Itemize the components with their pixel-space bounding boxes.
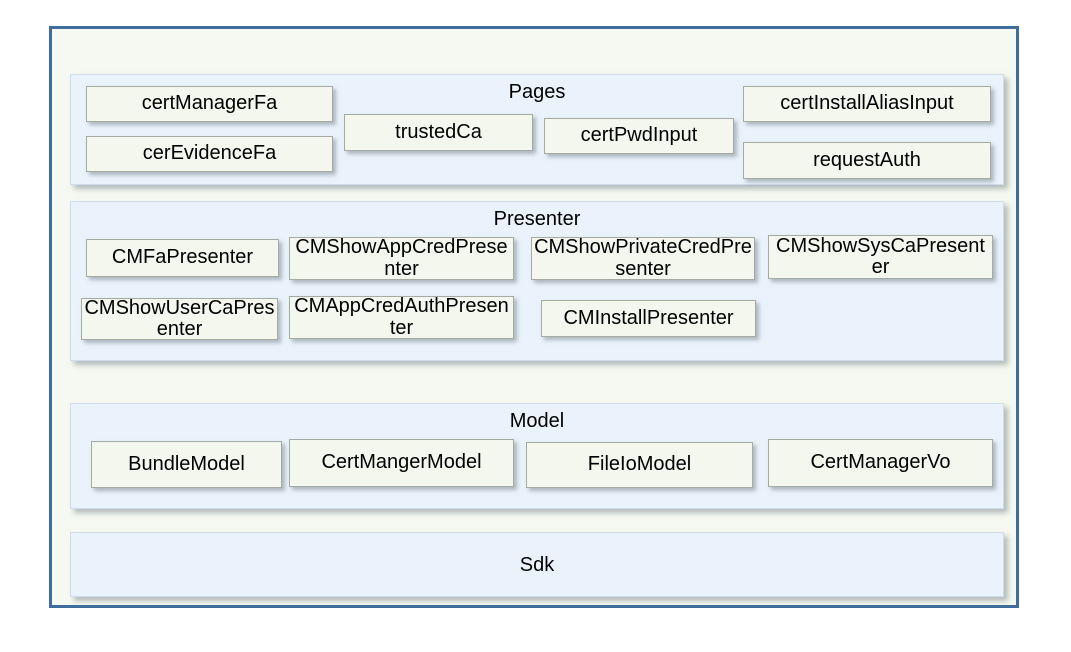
layer-sdk-title: Sdk xyxy=(519,553,555,576)
box-cert-manager-fa: certManagerFa xyxy=(86,86,333,122)
box-cm-show-user-ca-presenter: CMShowUserCaPresenter xyxy=(81,297,278,340)
layer-sdk: Sdk xyxy=(70,532,1004,597)
box-cert-manager-vo: CertManagerVo xyxy=(768,439,993,487)
box-trusted-ca: trustedCa xyxy=(344,114,533,151)
box-cm-show-app-cred-presenter: CMShowAppCredPresenter xyxy=(289,236,514,280)
box-request-auth: requestAuth xyxy=(743,142,991,179)
layer-model-title: Model xyxy=(509,410,565,432)
box-file-io-model: FileIoModel xyxy=(526,442,753,488)
box-cert-install-alias-input: certInstallAliasInput xyxy=(743,86,991,122)
box-cm-show-private-cred-presenter: CMShowPrivateCredPresenter xyxy=(531,236,755,280)
layer-presenter-title: Presenter xyxy=(493,208,581,230)
box-cer-evidence-fa: cerEvidenceFa xyxy=(86,136,333,172)
layer-model: Model BundleModel CertMangerModel FileIo… xyxy=(70,403,1004,509)
layer-presenter: Presenter CMFaPresenter CMShowAppCredPre… xyxy=(70,201,1004,361)
box-cm-fa-presenter: CMFaPresenter xyxy=(86,239,279,277)
box-cm-show-sys-ca-presenter: CMShowSysCaPresenter xyxy=(768,235,993,279)
box-cm-install-presenter: CMInstallPresenter xyxy=(541,300,756,337)
layer-pages: Pages certManagerFa cerEvidenceFa truste… xyxy=(70,74,1004,185)
layer-pages-title: Pages xyxy=(508,81,566,103)
box-cert-manger-model: CertMangerModel xyxy=(289,439,514,487)
architecture-diagram-frame: Pages certManagerFa cerEvidenceFa truste… xyxy=(49,26,1019,608)
box-cert-pwd-input: certPwdInput xyxy=(544,118,734,154)
box-cm-app-cred-auth-presenter: CMAppCredAuthPresenter xyxy=(289,295,514,339)
box-bundle-model: BundleModel xyxy=(91,441,282,488)
